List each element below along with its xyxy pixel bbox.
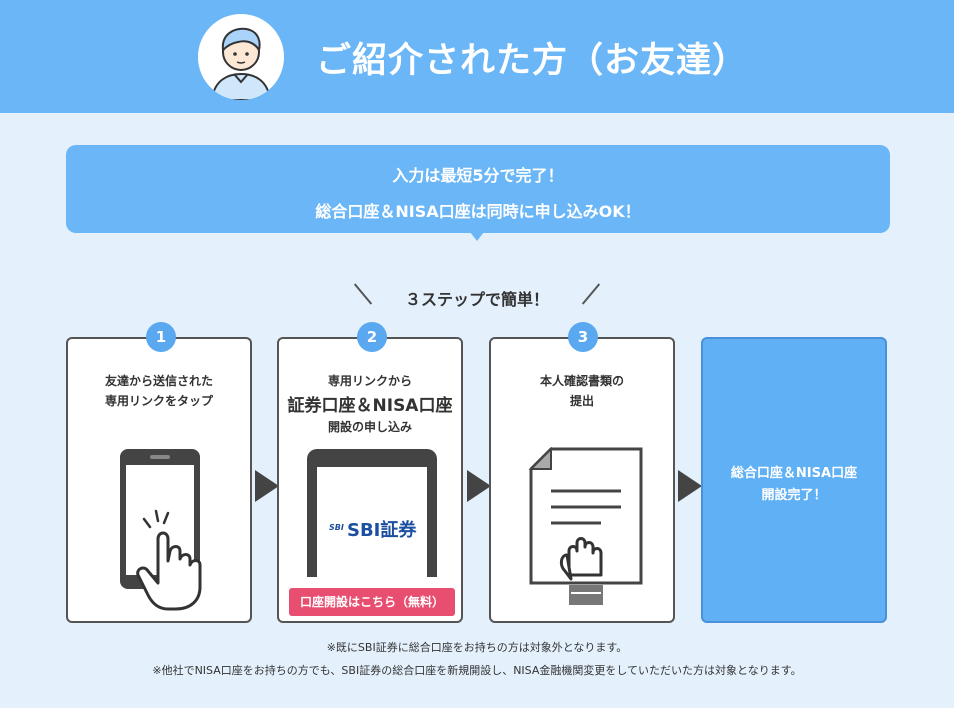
step3-line1: 本人確認書類の xyxy=(539,374,624,388)
final-line1: 総合口座＆NISA口座 xyxy=(730,466,858,481)
intro-line-2: 総合口座＆NISA口座は同時に申し込みOK！ xyxy=(315,202,641,221)
step-arrow-2 xyxy=(467,470,491,502)
step-badge-2: 2 xyxy=(357,322,387,352)
friend-avatar-icon xyxy=(198,14,284,100)
step-card-2: 専用リンクから 証券口座＆NISA口座 開設の申し込み SBI SBI証券 xyxy=(277,337,463,623)
page-title: ご紹介された方（お友達） xyxy=(316,41,749,81)
sbi-brand-logo: SBI証券 xyxy=(347,520,417,541)
intro-bubble: 入力は最短5分で完了！ 総合口座＆NISA口座は同時に申し込みOK！ xyxy=(66,145,890,233)
step1-line2: 専用リンクをタップ xyxy=(104,394,213,408)
footnote-2: ※他社でNISA口座をお持ちの方でも、SBI証券の総合口座を新規開設し、NISA… xyxy=(152,664,802,677)
bubble-tail xyxy=(470,232,484,241)
final-card: 総合口座＆NISA口座 開設完了！ xyxy=(701,337,887,623)
step-card-3: 本人確認書類の 提出 xyxy=(489,337,675,623)
step-card-1: 友達から送信された 専用リンクをタップ xyxy=(66,337,252,623)
footnote-1: ※既にSBI証券に総合口座をお持ちの方は対象外となります。 xyxy=(326,641,628,654)
intro-line-1: 入力は最短5分で完了！ xyxy=(392,166,564,185)
phone-tap-icon xyxy=(120,449,202,611)
step2-line2: 開設の申し込み xyxy=(327,420,412,434)
header-banner: ご紹介された方（お友達） xyxy=(0,0,954,113)
step-arrow-3 xyxy=(678,470,702,502)
step2-big: 証券口座＆NISA口座 xyxy=(287,396,453,416)
sbi-small-logo: SBI xyxy=(329,523,344,532)
step2-line1: 専用リンクから xyxy=(327,374,412,388)
open-account-button[interactable]: 口座開設はこちら（無料） xyxy=(289,588,455,616)
step3-line2: 提出 xyxy=(569,394,594,408)
steps-heading: ３ステップで簡単！ xyxy=(404,290,549,309)
step1-line1: 友達から送信された xyxy=(104,374,213,388)
phone-icon xyxy=(307,449,437,577)
final-line2: 開設完了！ xyxy=(761,488,827,503)
step-badge-1: 1 xyxy=(146,322,176,352)
step-badge-3: 3 xyxy=(568,322,598,352)
step-arrow-1 xyxy=(255,470,279,502)
document-submit-icon xyxy=(528,447,643,605)
